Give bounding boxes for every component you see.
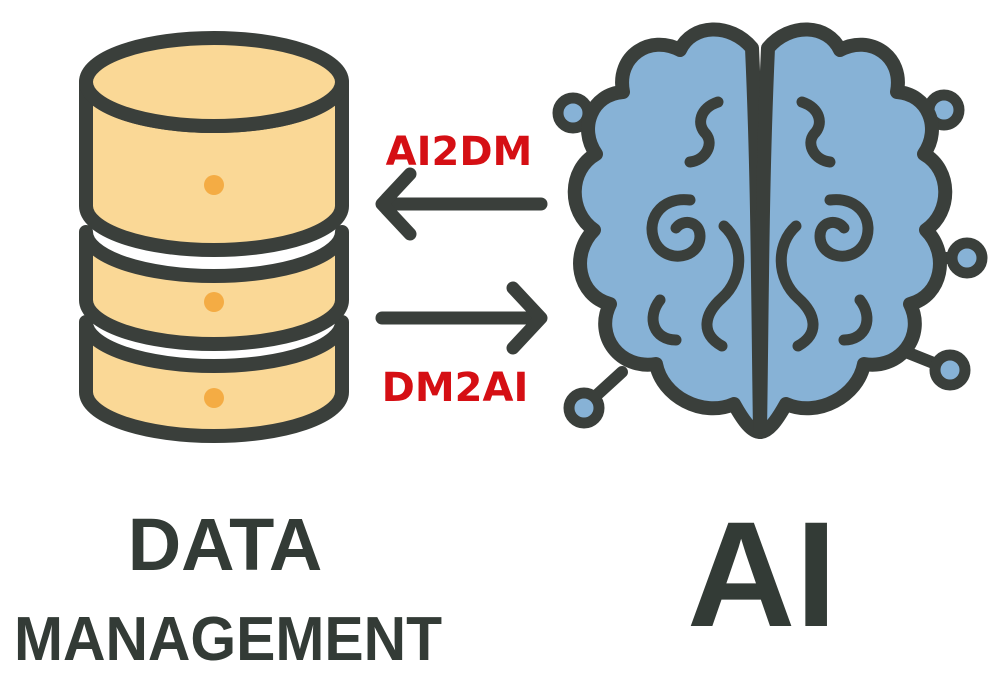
caption-ai: AI: [687, 490, 837, 658]
dm2ai-label: DM2AI: [382, 365, 529, 411]
brain-folds-left: [646, 96, 745, 352]
arrow-dm-to-ai: [375, 281, 548, 355]
brain-network-icon: [552, 22, 988, 439]
node-icon: [563, 387, 605, 429]
node-icon: [929, 349, 971, 391]
caption-data: DATA: [128, 503, 323, 586]
database-icon: [79, 31, 349, 443]
caption-management: MANAGEMENT: [14, 605, 442, 674]
ai2dm-label: AI2DM: [386, 129, 533, 175]
brain-folds-right: [775, 96, 874, 352]
node-icon: [946, 237, 988, 279]
arrow-ai-to-dm: [375, 167, 548, 241]
